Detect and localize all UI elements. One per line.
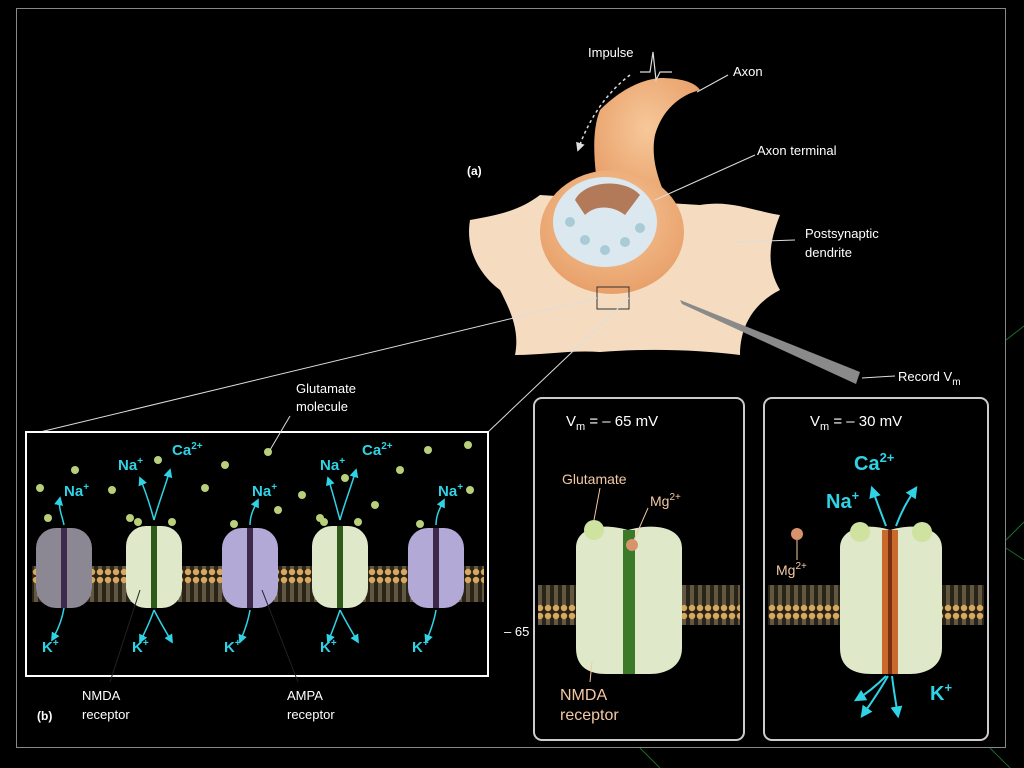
ion-label-k: K+: [132, 638, 149, 656]
zoom-line: [39, 297, 598, 433]
vesicle: [565, 217, 575, 227]
panel-a-label: (a): [467, 164, 482, 178]
postsynaptic-label-2: dendrite: [805, 245, 852, 260]
cut-off-label: – 65: [504, 624, 529, 639]
dendrite-pointer: [734, 239, 796, 243]
nmda-receptor-label-1: NMDA: [82, 688, 121, 703]
mitochondrion: [575, 183, 640, 215]
ampa-receptor: [222, 520, 278, 608]
record-label: Record Vm: [898, 369, 961, 388]
recording-electrode: [680, 300, 860, 384]
ampa-receptor: [408, 520, 464, 608]
glutamate-pointer-rest: [593, 487, 601, 521]
decorative-lines: [639, 325, 1024, 768]
mg-ion: [791, 528, 803, 540]
impulse-arrow: [576, 74, 631, 152]
slide-frame: [16, 8, 1006, 748]
vesicle: [600, 245, 610, 255]
ion-arrows: [51, 468, 445, 644]
glutamate-label-rest: Glutamate: [562, 471, 627, 487]
panel-b: Na+ Na+ Ca2+ Na+ Na+ Ca2+ Na+ K+ K+ K+ K…: [25, 381, 529, 723]
nmda-receptor-large: [576, 520, 682, 674]
nmda-pointer: [109, 589, 141, 683]
glutamate-molecules: [36, 441, 474, 522]
vm-label-rest: Vm = – 65 mV: [566, 413, 658, 433]
ampa-receptor-label-2: receptor: [287, 707, 335, 722]
ion-label-k-depol: K+: [930, 680, 952, 705]
ion-label-na: Na+: [252, 482, 277, 500]
ion-label-k: K+: [224, 638, 241, 656]
nmda-label-rest-2: receptor: [560, 707, 619, 724]
axon-terminal-label: Axon terminal: [757, 143, 837, 158]
vesicle: [635, 223, 645, 233]
ampa-receptor: [36, 528, 92, 608]
glutamate-molecule-label-2: molecule: [296, 399, 348, 414]
ion-label-ca-depol: Ca2+: [854, 450, 895, 475]
glutamate-molecule-label-1: Glutamate: [296, 381, 356, 396]
vesicle: [580, 235, 590, 245]
mg-label-depol: Mg2+: [776, 561, 807, 578]
axon-label: Axon: [733, 64, 763, 79]
panel-resting: Vm = – 65 mV Glutamate Mg2+ NMDA recepto…: [533, 397, 745, 741]
panel-a: Impulse Axon (a) Axon terminal Postsynap…: [39, 45, 961, 433]
panel-depolarized: Vm = – 30 mV Ca2+ Na+ K+ Mg2+: [763, 397, 989, 741]
ion-label-na: Na+: [438, 482, 463, 500]
nmda-receptor-open: [840, 522, 942, 674]
ion-label-na: Na+: [64, 482, 89, 500]
record-pointer: [861, 375, 896, 379]
ion-label-ca: Ca2+: [172, 441, 203, 459]
ion-label-na: Na+: [118, 456, 143, 474]
postsynaptic-label-1: Postsynaptic: [805, 226, 879, 241]
nmda-receptor-label-2: receptor: [82, 707, 130, 722]
nmda-label-rest-1: NMDA: [560, 687, 607, 704]
ion-arrows-depol: [853, 485, 918, 719]
ampa-pointer: [261, 589, 299, 683]
ion-label-ca: Ca2+: [362, 441, 393, 459]
mg-pointer-rest: [633, 507, 649, 541]
ion-label-k: K+: [412, 638, 429, 656]
ion-label-na: Na+: [320, 456, 345, 474]
terminal-pointer: [654, 154, 756, 201]
zoom-line: [487, 297, 630, 433]
mg-label-rest: Mg2+: [650, 492, 681, 509]
impulse-spike: [640, 51, 672, 83]
axon-pointer: [696, 74, 729, 93]
ion-label-k: K+: [42, 638, 59, 656]
glutamate-pointer: [269, 415, 291, 451]
nmda-receptor: [126, 518, 182, 608]
vesicle: [620, 237, 630, 247]
ion-label-k: K+: [320, 638, 337, 656]
ion-label-na-depol: Na+: [826, 488, 860, 513]
nmda-receptor: [312, 518, 368, 608]
impulse-label: Impulse: [588, 45, 634, 60]
vm-label-depol: Vm = – 30 mV: [810, 413, 902, 433]
ampa-receptor-label-1: AMPA: [287, 688, 323, 703]
nmda-pointer-rest: [589, 661, 593, 683]
panel-b-label: (b): [37, 709, 52, 723]
